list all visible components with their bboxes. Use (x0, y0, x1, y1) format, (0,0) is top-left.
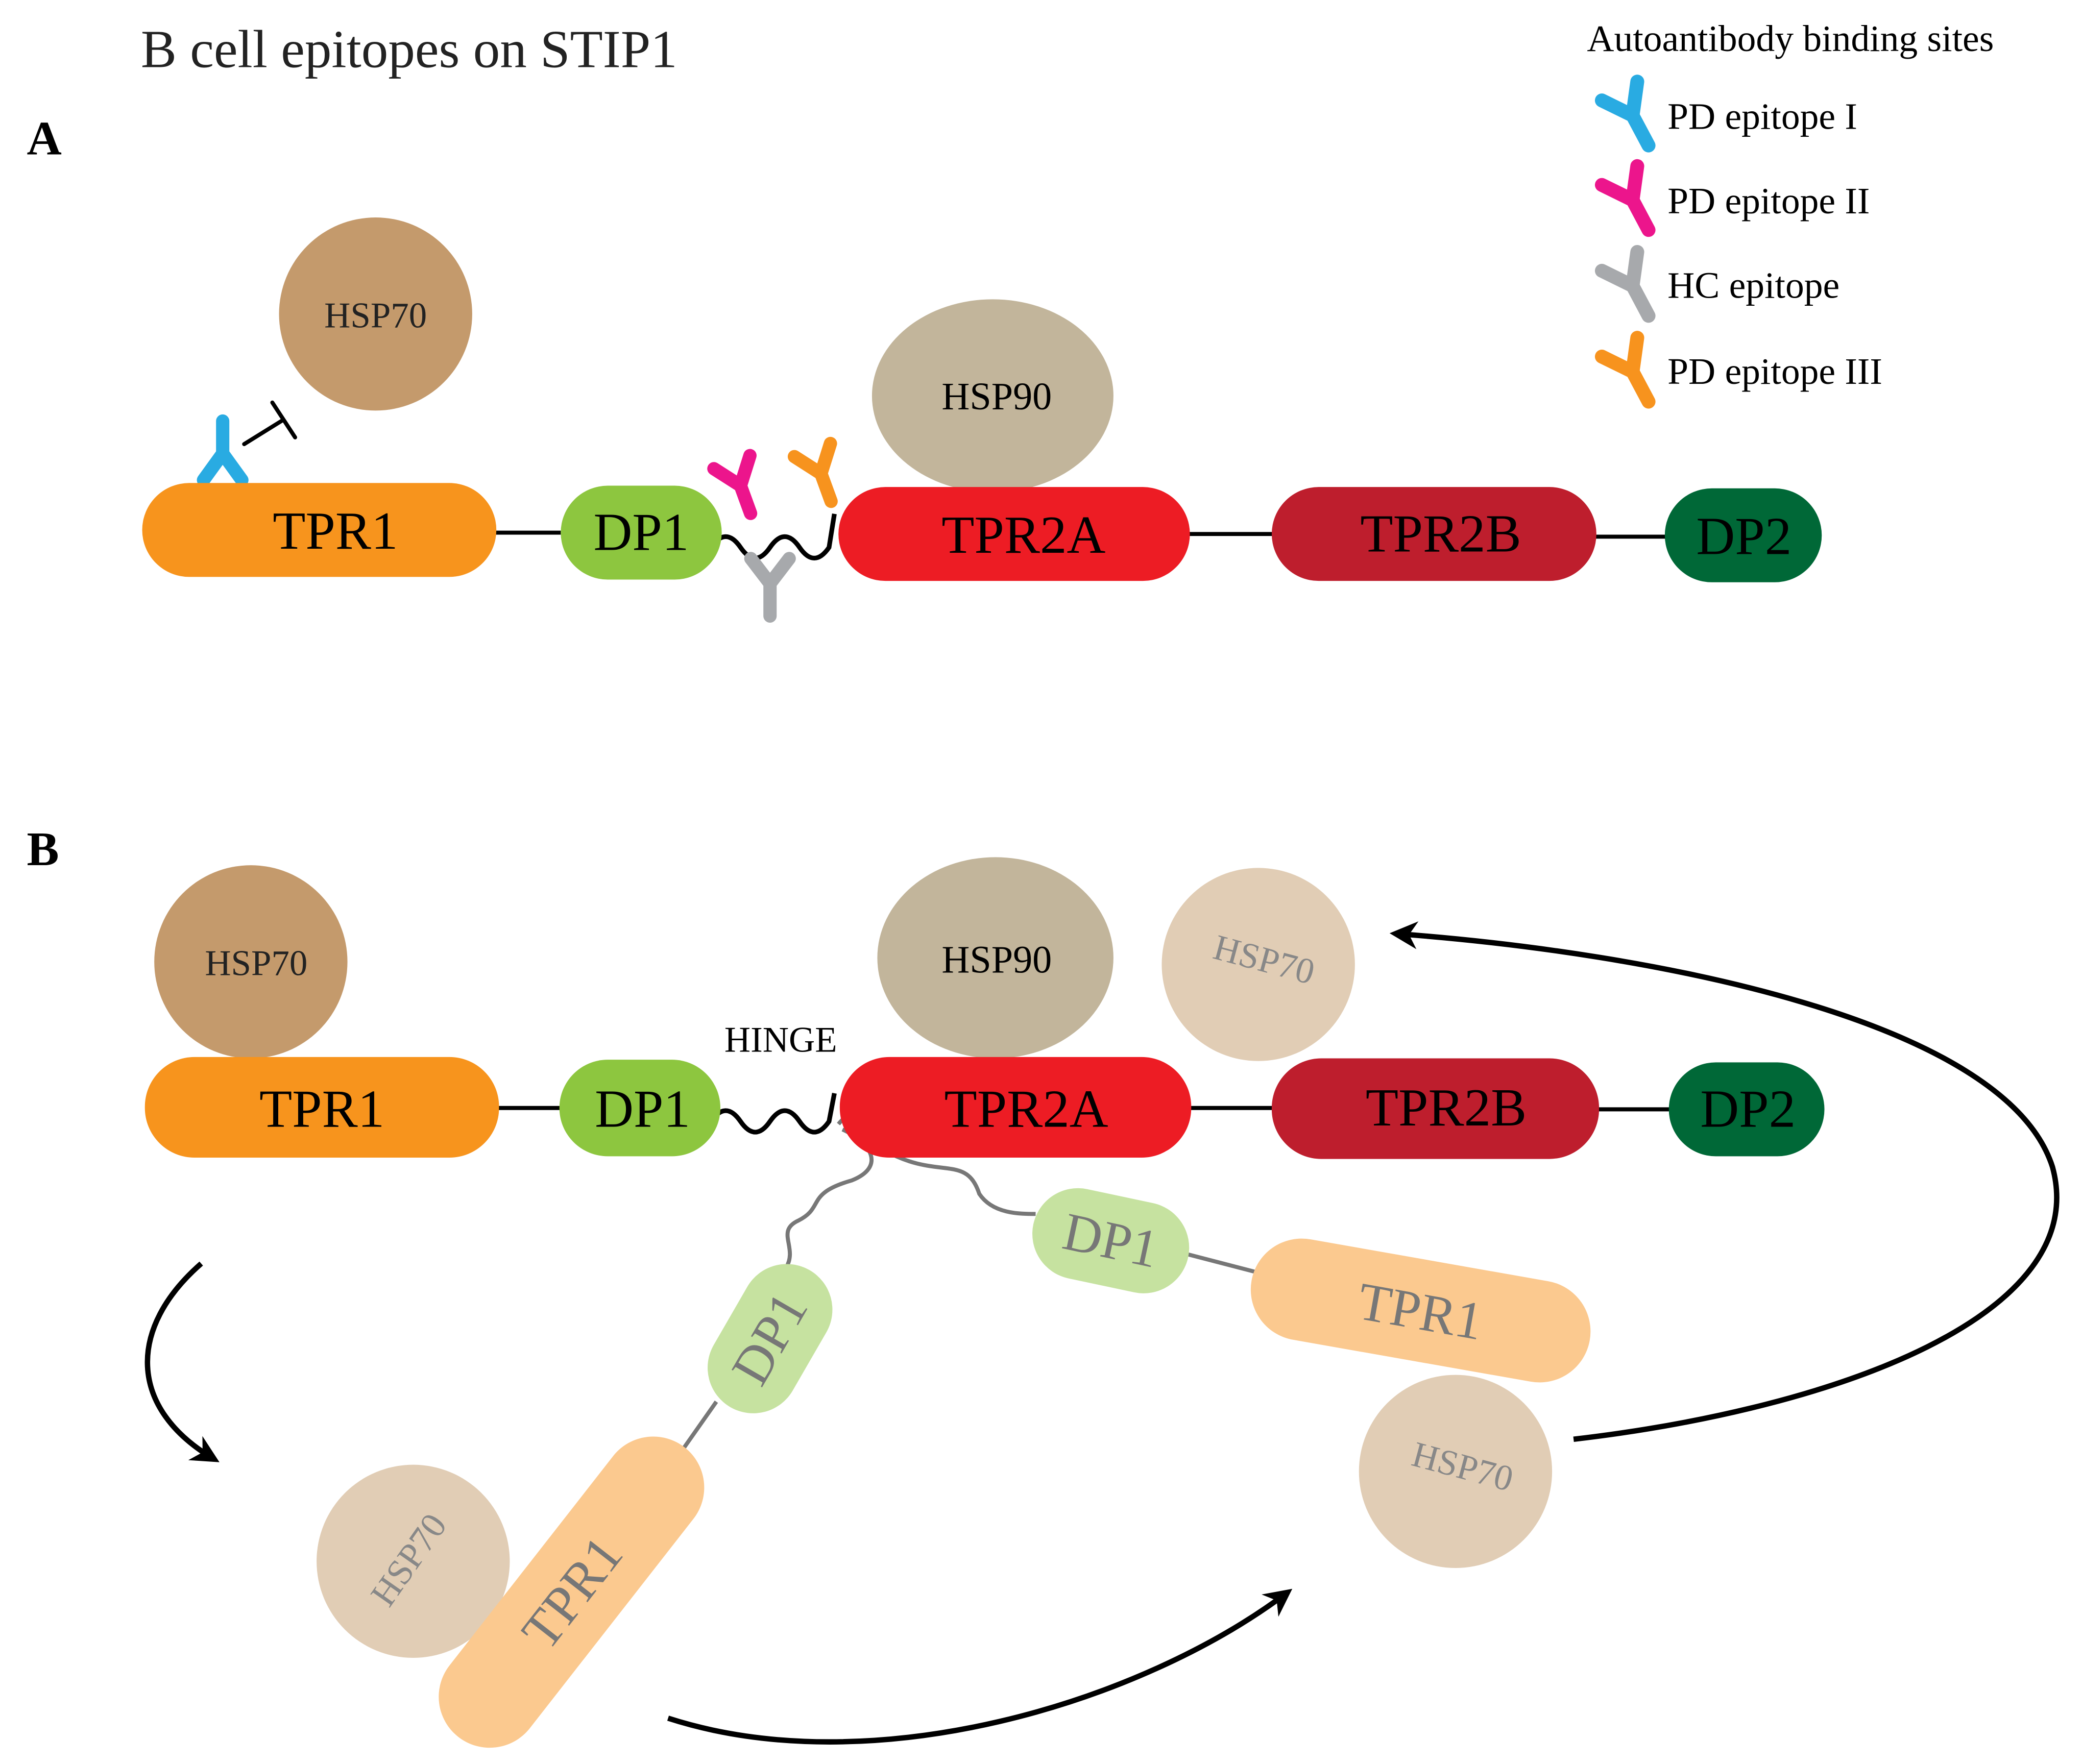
dp2-label: DP2 (1696, 506, 1792, 566)
tpr1-label: TPR1 (259, 1079, 384, 1139)
inhibition-icon (242, 400, 298, 447)
dp2-label: DP2 (1700, 1079, 1796, 1139)
hinge-linker (709, 513, 837, 560)
hsp70-label: HSP70 (324, 296, 427, 335)
antibody-magenta-icon (1594, 159, 1656, 237)
hsp70-faded-circle (317, 1464, 510, 1658)
hsp70-faded-circle (1161, 868, 1355, 1061)
tpr2a-domain (838, 487, 1190, 581)
legend-label: PD epitope III (1667, 350, 1882, 392)
hsp90-ellipse (871, 299, 1113, 493)
figure-title: B cell epitopes on STIP1 (141, 19, 677, 79)
tpr2a-label: TPR2A (945, 1079, 1108, 1139)
antibody-gray-icon (744, 552, 796, 623)
hsp70-label: HSP70 (205, 944, 307, 984)
faded-linker (680, 1400, 718, 1453)
panel-label-a: A (27, 112, 62, 165)
panel-label-b: B (27, 823, 59, 876)
hinge-linker (709, 1092, 837, 1135)
panel-a: HSP70 HSP90 TPR1 DP1 TPR2A TPR2B DP2 (142, 217, 1822, 623)
tpr2a-domain (839, 1057, 1192, 1158)
antibody-orange-icon (787, 436, 838, 508)
tpr2b-label: TPR2B (1360, 503, 1521, 563)
legend: Autoantibody binding sites PD epitope I … (1587, 17, 1994, 409)
panel-b: HINGE HSP70 HSP90 HSP70 TPR1 DP1 TPR2A T… (144, 857, 2060, 1748)
tpr1-domain (142, 483, 497, 577)
hsp90-label: HSP90 (941, 375, 1052, 418)
faded-tether (784, 1128, 874, 1269)
dp1-faded-domain (708, 1264, 833, 1413)
faded-tpr1-left: TPR1 (439, 1436, 705, 1748)
faded-linker (1187, 1252, 1255, 1274)
antibody-blue-icon (1594, 75, 1656, 153)
dp1-faded-domain (1032, 1188, 1190, 1293)
dp2-domain (1668, 1062, 1825, 1157)
antibody-orange-icon (1594, 331, 1656, 409)
curved-arrow-icon (667, 1588, 1293, 1745)
legend-item-pd-epitope-3: PD epitope III (1594, 331, 1882, 409)
hsp90-label: HSP90 (941, 938, 1052, 981)
curved-arrow-icon (144, 1261, 220, 1462)
dp1-domain (561, 485, 722, 580)
legend-label: PD epitope II (1667, 180, 1870, 222)
tpr2b-label: TPR2B (1366, 1077, 1527, 1137)
legend-item-hc-epitope: HC epitope (1594, 244, 1839, 323)
legend-item-pd-epitope-1: PD epitope I (1594, 75, 1857, 153)
tpr1-faded-domain (1250, 1238, 1591, 1383)
hsp70-circle (154, 865, 348, 1059)
hinge-label: HINGE (724, 1020, 837, 1060)
tpr2b-domain (1271, 1058, 1600, 1159)
legend-label: PD epitope I (1667, 95, 1857, 137)
antibody-magenta-icon (707, 449, 758, 520)
hsp90-ellipse (877, 857, 1113, 1059)
legend-item-pd-epitope-2: PD epitope II (1594, 159, 1870, 237)
antibody-blue-icon (197, 414, 249, 487)
hsp70-faded-circle (1359, 1375, 1553, 1569)
tpr1-label: TPR1 (273, 501, 398, 560)
tpr2a-label: TPR2A (941, 505, 1105, 565)
antibody-gray-icon (1594, 244, 1656, 323)
legend-label: HC epitope (1667, 264, 1839, 306)
dp2-domain (1664, 488, 1822, 582)
hsp70-circle (279, 217, 472, 411)
curved-arrow-icon (1389, 921, 2060, 1442)
dp1-domain (559, 1060, 721, 1157)
tpr1-domain (144, 1057, 499, 1158)
faded-dp1-left: DP1 (708, 1264, 833, 1413)
tpr2b-domain (1271, 487, 1596, 581)
legend-title: Autoantibody binding sites (1587, 17, 1994, 59)
dp1-label: DP1 (594, 502, 689, 562)
dp1-label: DP1 (595, 1079, 690, 1139)
tpr1-faded-domain (439, 1436, 705, 1748)
faded-tpr1-right: TPR1 (1250, 1238, 1591, 1383)
faded-dp1-right: DP1 (1032, 1188, 1190, 1293)
